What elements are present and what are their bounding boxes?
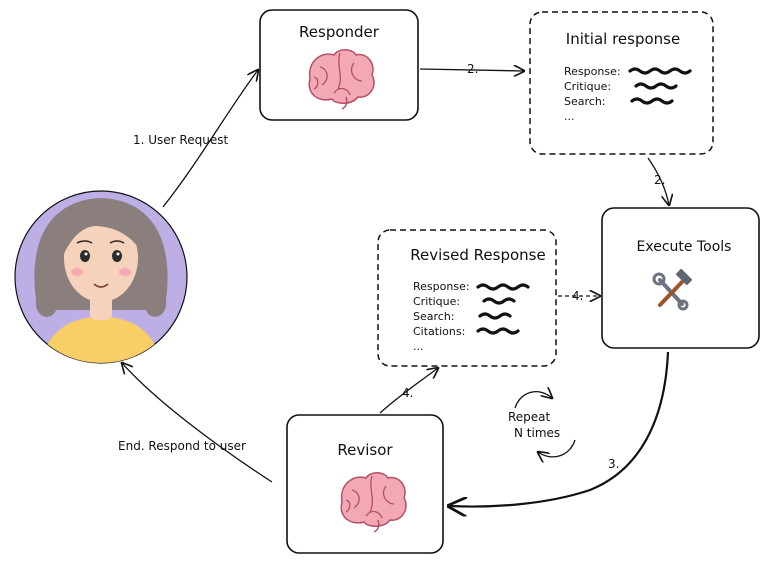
node-execute-tools: Execute Tools (601, 207, 760, 349)
squiggle-icon (628, 67, 692, 75)
node-revised-response: Revised Response Response: Critique: Sea… (377, 229, 557, 367)
edge-initial-tools (647, 157, 669, 205)
responder-title: Responder (299, 23, 380, 41)
revised-field-response: Response: (413, 280, 470, 293)
revised-response-title: Revised Response (410, 246, 545, 264)
initial-field-search: Search: (564, 95, 606, 108)
edge-end (122, 363, 273, 483)
edge-label-revisor-revised: 4. (402, 386, 413, 400)
execute-tools-title: Execute Tools (637, 239, 732, 255)
loop-label-line2: N times (514, 426, 560, 440)
revised-field-critique: Critique: (413, 295, 460, 308)
squiggle-icon (476, 283, 530, 291)
edge-label-revised-tools: 4. (572, 289, 583, 303)
edge-label-tools-revisor: 3. (608, 457, 619, 471)
revised-field-more: ... (413, 340, 424, 353)
edge-responder-initial (419, 69, 524, 71)
loop-label-line1: Repeat (508, 410, 551, 424)
edge-label-initial-tools: 2. (654, 173, 665, 187)
brain-icon (340, 472, 407, 533)
loop-arc-bottom (538, 439, 576, 457)
edge-label-responder-initial: 2. (467, 62, 478, 76)
hammer-wrench-icon (652, 268, 693, 311)
squiggle-icon (630, 97, 674, 105)
edge-user-request (162, 70, 258, 208)
revisor-title: Revisor (337, 441, 393, 459)
node-revisor: Revisor (286, 414, 444, 554)
node-responder: Responder (259, 9, 419, 121)
initial-field-more: ... (564, 110, 575, 123)
brain-icon (308, 49, 375, 110)
squiggle-icon (634, 82, 678, 90)
edge-label-end: End. Respond to user (118, 439, 246, 453)
revised-field-citations: Citations: (413, 325, 465, 338)
squiggle-icon (476, 327, 520, 335)
revised-field-search: Search: (413, 310, 455, 323)
node-initial-response: Initial response Response: Critique: Sea… (529, 11, 714, 155)
edge-revisor-revised (379, 368, 438, 414)
initial-response-title: Initial response (566, 30, 680, 48)
edge-label-user-request: 1. User Request (133, 133, 228, 147)
edge-tools-revisor (449, 351, 670, 507)
loop-arc-top (514, 392, 552, 409)
squiggle-icon (478, 312, 512, 320)
initial-field-response: Response: (564, 65, 621, 78)
initial-field-critique: Critique: (564, 80, 611, 93)
squiggle-icon (482, 297, 516, 305)
user-avatar (14, 190, 188, 364)
